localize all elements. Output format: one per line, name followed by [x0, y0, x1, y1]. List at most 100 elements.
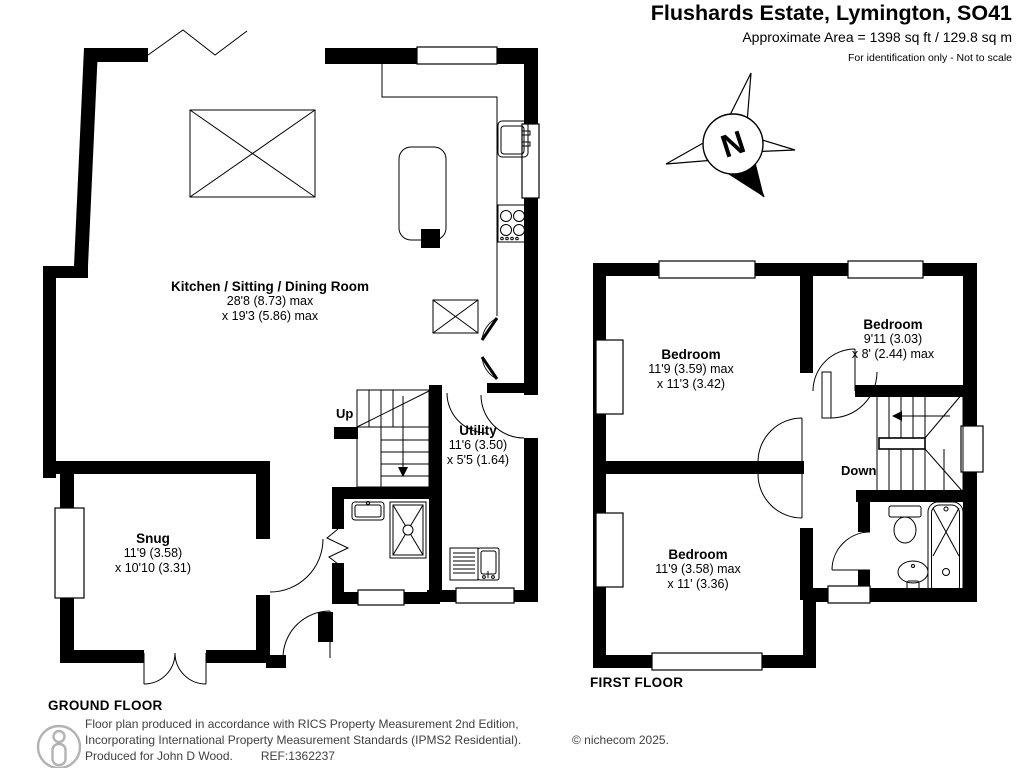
window — [651, 652, 763, 671]
footer-line-1: Floor plan produced in accordance with R… — [85, 717, 519, 731]
room-name: Bedroom — [668, 547, 728, 562]
stairs-down-label: Down — [841, 463, 877, 478]
room-label-snug: Snug 11'9 (3.58) x 10'10 (3.31) — [115, 531, 191, 576]
first-floor-plan — [593, 260, 984, 671]
wall — [855, 385, 977, 397]
bath-icon — [927, 501, 964, 598]
stairs-up-label: Up — [336, 406, 354, 421]
kitchen-sink-icon — [497, 120, 531, 158]
room-name: Kitchen / Sitting / Dining Room — [171, 279, 369, 294]
wall — [606, 461, 804, 474]
kitchen-counter — [381, 64, 498, 316]
wall-break-zigzag — [147, 29, 248, 56]
stairs-down-icon — [876, 392, 964, 493]
dining-table-icon — [189, 109, 316, 198]
wall — [266, 655, 286, 668]
room-name: Snug — [136, 531, 170, 546]
room-dim: 11'9 (3.58) max — [655, 562, 741, 576]
shower-tray-icon — [389, 501, 427, 559]
window — [847, 260, 924, 279]
wall — [60, 650, 144, 663]
window — [658, 260, 756, 279]
room-label-utility: Utility 11'6 (3.50) x 5'5 (1.64) — [447, 423, 509, 468]
stairs-up-icon — [356, 389, 430, 488]
utility-sink-icon — [477, 547, 500, 581]
ff-doors — [757, 348, 878, 571]
wall — [43, 266, 56, 478]
compass-north-icon: N — [665, 72, 796, 198]
window — [416, 46, 498, 65]
produced-for: Produced for John D Wood. — [85, 749, 233, 763]
wall — [800, 528, 813, 600]
wall — [524, 198, 538, 395]
ff-windows — [595, 260, 984, 671]
wall — [43, 461, 270, 474]
room-label-bedroom-1: Bedroom 11'9 (3.59) max x 11'3 (3.42) — [648, 347, 734, 392]
wall — [856, 490, 963, 502]
approximate-area: Approximate Area = 1398 sq ft / 129.8 sq… — [742, 29, 1012, 45]
wall — [487, 383, 524, 393]
room-label-kitchen: Kitchen / Sitting / Dining Room 28'8 (8.… — [171, 279, 369, 324]
room-dim: 11'6 (3.50) — [448, 438, 508, 452]
footer-line-2: Incorporating International Property Mea… — [85, 733, 522, 747]
wall — [963, 468, 977, 600]
room-dim: 28'8 (8.73) max — [226, 294, 314, 308]
page-title: Flushards Estate, Lymington, SO41 — [650, 1, 1012, 25]
wall — [803, 600, 816, 668]
room-dim: x 8' (2.44) max — [851, 347, 935, 361]
wall — [800, 263, 813, 373]
window — [455, 587, 515, 604]
toilet-icon — [888, 505, 922, 544]
window — [357, 589, 405, 606]
wall-break-zigzag — [326, 528, 350, 565]
room-name: Utility — [459, 423, 497, 438]
wall — [593, 263, 606, 668]
wall — [206, 650, 270, 663]
room-dim: x 11'3 (3.42) — [656, 377, 726, 391]
wall — [762, 655, 815, 668]
wall — [84, 48, 148, 62]
first-floor-title: FIRST FLOOR — [590, 675, 684, 690]
room-dim: 11'9 (3.59) max — [648, 362, 734, 376]
wall — [963, 263, 977, 428]
window — [960, 425, 984, 473]
basin-icon — [897, 560, 929, 592]
footer-line-3: Produced for John D Wood. REF:1362237 — [85, 748, 335, 764]
disclaimer: For identification only - Not to scale — [848, 52, 1012, 64]
window — [827, 585, 871, 604]
room-dim: 9'11 (3.03) — [863, 332, 923, 346]
wall — [524, 438, 538, 602]
wall — [256, 461, 270, 539]
wall — [256, 595, 270, 662]
ground-floor-title: GROUND FLOOR — [48, 698, 163, 713]
room-dim: x 5'5 (1.64) — [446, 453, 510, 467]
room-name: Bedroom — [661, 347, 721, 362]
wash-basin-icon — [351, 501, 385, 521]
room-name: Bedroom — [863, 317, 923, 332]
ground-floor-plan — [43, 29, 540, 685]
room-dim: x 10'10 (3.31) — [114, 561, 192, 575]
wall — [318, 612, 333, 642]
room-dim: 11'9 (3.58) — [123, 546, 183, 560]
room-dim: x 11' (3.36) — [667, 577, 729, 591]
room-label-bedroom-3: Bedroom 11'9 (3.58) max x 11' (3.36) — [655, 547, 741, 592]
wall — [74, 48, 98, 266]
wall — [858, 502, 870, 532]
fireplace-icon — [432, 299, 479, 334]
kitchen-island-icon — [398, 146, 447, 248]
reference-number: REF:1362237 — [260, 749, 335, 763]
person-icon — [36, 724, 82, 768]
room-dim: x 19'3 (5.86) max — [221, 309, 319, 323]
wall — [593, 263, 659, 276]
gf-doors — [143, 317, 525, 685]
washing-machine-icon — [449, 547, 479, 581]
window — [54, 507, 85, 599]
hob-icon — [497, 204, 527, 243]
window — [595, 512, 624, 588]
wall — [325, 48, 417, 64]
wall — [524, 48, 538, 124]
footer-copyright: © nichecom 2025. — [572, 733, 669, 747]
gf-windows — [54, 46, 540, 606]
